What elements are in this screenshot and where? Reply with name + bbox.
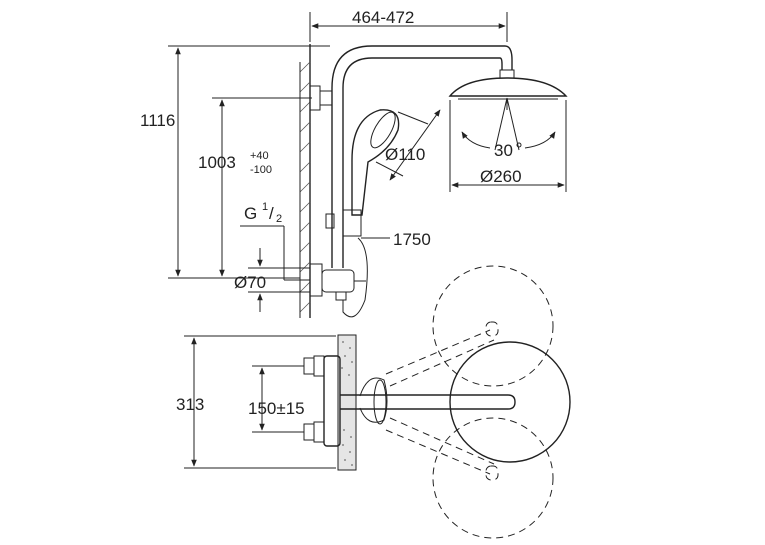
dimension-lines bbox=[168, 12, 567, 469]
label-thread-slash: / bbox=[269, 204, 274, 223]
shower-column bbox=[309, 45, 513, 268]
label-hand-shower-dia: Ø110 bbox=[385, 145, 425, 164]
label-mixer-height: 313 bbox=[176, 395, 204, 414]
label-thread-den: 2 bbox=[276, 213, 282, 225]
label-thread-num: 1 bbox=[262, 201, 268, 213]
label-bar-height: 1003 bbox=[198, 153, 236, 172]
wall-upper bbox=[299, 44, 311, 318]
hand-shower bbox=[351, 109, 441, 216]
label-thread-g: G bbox=[244, 204, 257, 223]
label-total-height: 1116 bbox=[140, 111, 175, 130]
label-hose-length: 1750 bbox=[393, 230, 431, 249]
head-shower bbox=[448, 69, 568, 151]
thermostat-mixer-front bbox=[309, 237, 368, 318]
wall-lower bbox=[337, 334, 357, 471]
label-centers: 150±15 bbox=[248, 399, 305, 418]
label-head-dia: Ø260 bbox=[480, 167, 522, 186]
degree-symbol bbox=[516, 142, 522, 148]
label-head-angle: 30 bbox=[494, 141, 513, 160]
label-bar-tol-plus: +40 bbox=[250, 150, 269, 162]
thermostat-mixer-side bbox=[303, 265, 571, 539]
label-rosette-dia: Ø70 bbox=[234, 273, 266, 292]
label-bar-tol-minus: -100 bbox=[250, 164, 272, 176]
label-head-reach: 464-472 bbox=[352, 8, 414, 27]
